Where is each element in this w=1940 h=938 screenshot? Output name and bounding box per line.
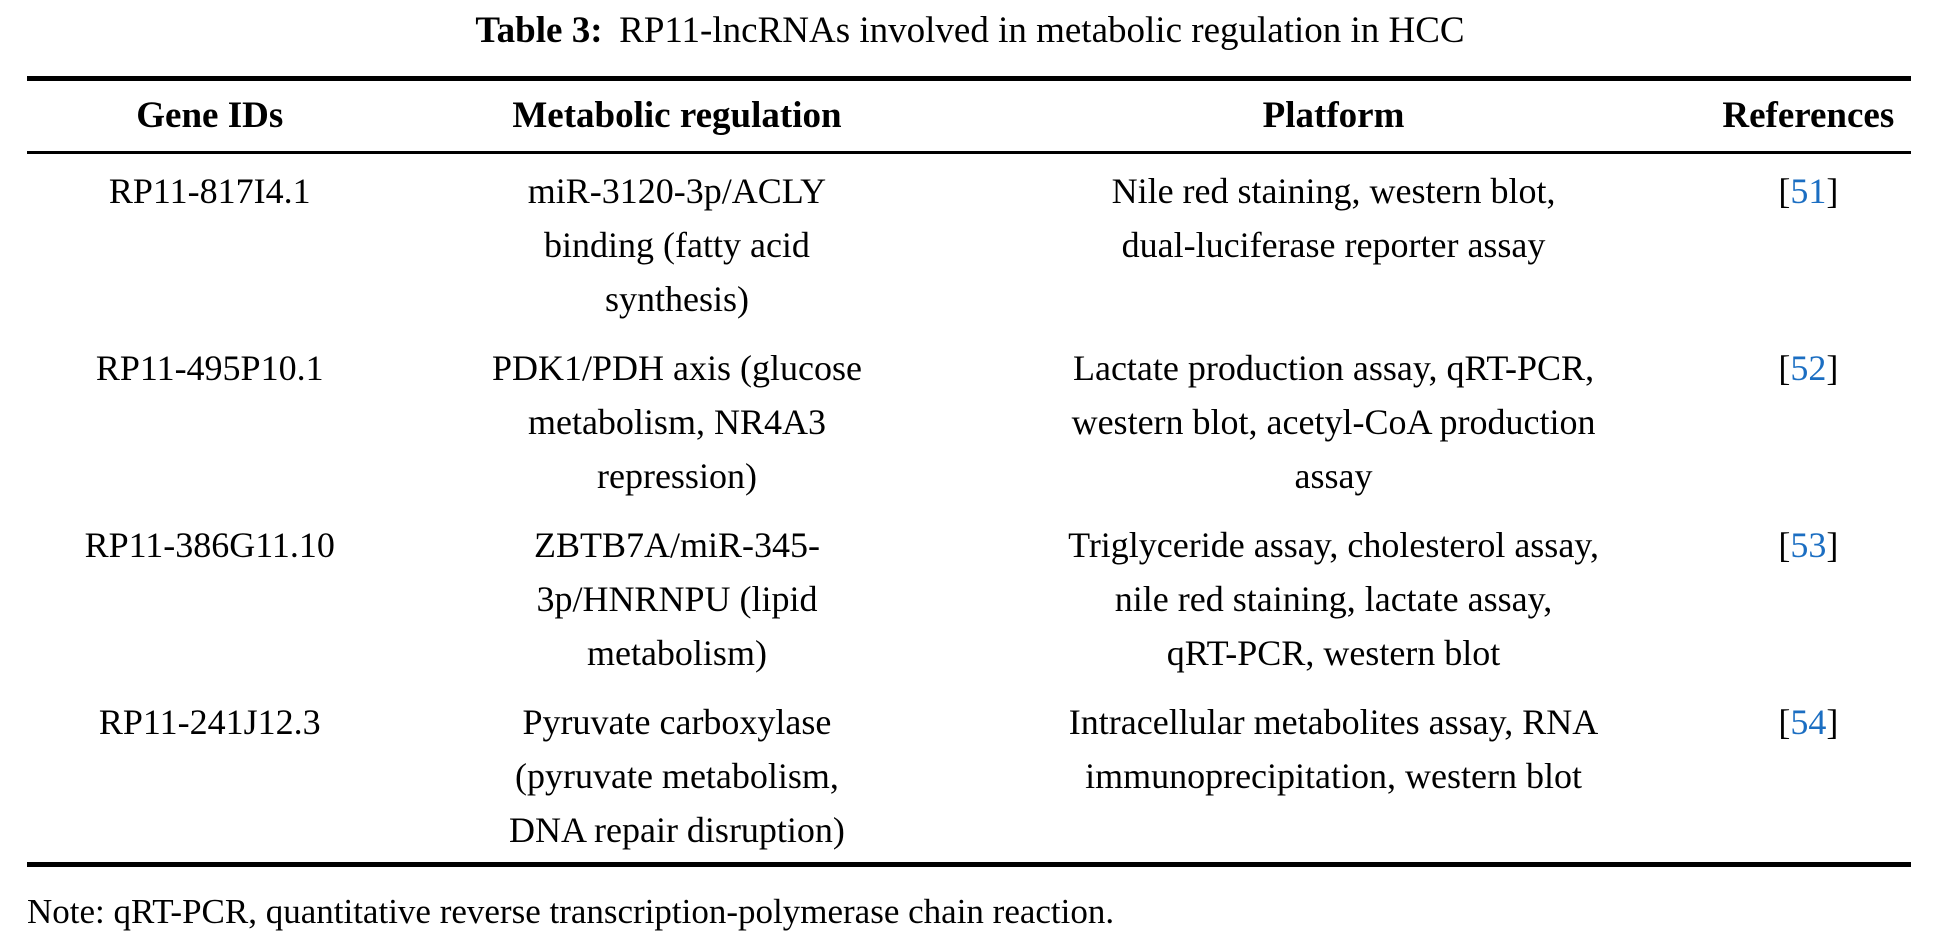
cell-reference: [54] (1706, 685, 1911, 865)
cell-platform: Nile red staining, western blot, dual-lu… (1111, 171, 1556, 265)
reference-bracket-open: [ (1778, 171, 1791, 211)
cell-reference: [51] (1706, 153, 1911, 332)
reference-link[interactable]: 54 (1790, 702, 1827, 742)
table-body: RP11-817I4.1 miR-3120-3p/ACLY binding (f… (27, 153, 1911, 865)
reference-bracket-open: [ (1778, 702, 1791, 742)
table-caption-label: Table 3: (475, 10, 603, 51)
table-row: RP11-817I4.1 miR-3120-3p/ACLY binding (f… (27, 153, 1911, 332)
reference-bracket-close: ] (1826, 702, 1839, 742)
table-note: Note: qRT-PCR, quantitative reverse tran… (27, 892, 1115, 931)
cell-gene-id: RP11-386G11.10 (84, 525, 335, 565)
reference-link[interactable]: 53 (1790, 525, 1827, 565)
reference-link[interactable]: 52 (1790, 348, 1827, 388)
cell-metabolic-regulation: miR-3120-3p/ACLY binding (fatty acid syn… (527, 171, 827, 319)
cell-platform: Triglyceride assay, cholesterol assay, n… (1068, 525, 1599, 673)
cell-gene-id: RP11-817I4.1 (108, 171, 311, 211)
lncrna-metabolic-table: Gene IDs Metabolic regulation Platform R… (27, 76, 1911, 867)
column-header-metabolic-regulation: Metabolic regulation (392, 78, 962, 154)
cell-gene-id: RP11-495P10.1 (95, 348, 324, 388)
column-header-gene-ids: Gene IDs (27, 78, 393, 154)
cell-metabolic-regulation: Pyruvate carboxylase (pyruvate metabolis… (508, 702, 845, 850)
cell-reference: [53] (1706, 508, 1911, 685)
cell-metabolic-regulation: ZBTB7A/miR-345- 3p/HNRNPU (lipid metabol… (533, 525, 820, 673)
reference-bracket-open: [ (1778, 525, 1791, 565)
cell-metabolic-regulation: PDK1/PDH axis (glucose metabolism, NR4A3… (491, 348, 862, 496)
table-caption: Table 3: RP11-lncRNAs involved in metabol… (0, 0, 1940, 56)
reference-bracket-close: ] (1826, 348, 1839, 388)
table-row: RP11-495P10.1 PDK1/PDH axis (glucose met… (27, 331, 1911, 508)
cell-platform: Intracellular metabolites assay, RNA imm… (1068, 702, 1599, 796)
table-row: RP11-241J12.3 Pyruvate carboxylase (pyru… (27, 685, 1911, 865)
cell-reference: [52] (1706, 331, 1911, 508)
reference-bracket-close: ] (1826, 171, 1839, 211)
reference-bracket-open: [ (1778, 348, 1791, 388)
cell-platform: Lactate production assay, qRT-PCR, weste… (1071, 348, 1596, 496)
table-caption-text: RP11-lncRNAs involved in metabolic regul… (619, 10, 1465, 51)
table-row: RP11-386G11.10 ZBTB7A/miR-345- 3p/HNRNPU… (27, 508, 1911, 685)
table-header: Gene IDs Metabolic regulation Platform R… (27, 78, 1911, 154)
header-row: Gene IDs Metabolic regulation Platform R… (27, 78, 1911, 154)
reference-link[interactable]: 51 (1790, 171, 1827, 211)
reference-bracket-close: ] (1826, 525, 1839, 565)
column-header-references: References (1705, 78, 1911, 154)
cell-gene-id: RP11-241J12.3 (98, 702, 321, 742)
column-header-platform: Platform (961, 78, 1706, 154)
